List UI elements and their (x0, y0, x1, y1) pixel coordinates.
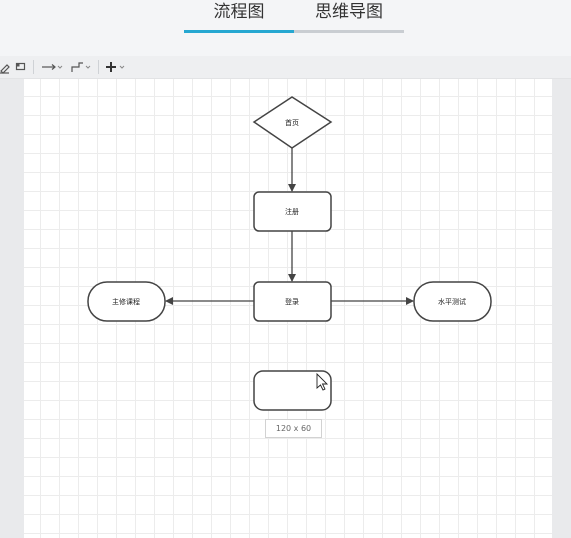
node-login-label: 登录 (285, 297, 299, 306)
tab-flowchart[interactable]: 流程图 (213, 2, 265, 22)
tab-track (294, 30, 404, 33)
size-badge: 120 x 60 (265, 419, 322, 438)
toolbar-divider (98, 60, 99, 74)
node-register[interactable]: 注册 (253, 191, 332, 232)
mouse-cursor-icon (316, 372, 329, 391)
node-level-test[interactable]: 水平测试 (413, 281, 492, 322)
pen-icon[interactable] (0, 58, 10, 76)
straight-connector-icon[interactable] (41, 58, 65, 76)
elbow-connector-icon[interactable] (70, 58, 94, 76)
toolbar (0, 56, 571, 79)
shape-icon[interactable] (15, 58, 27, 76)
left-gutter (0, 79, 24, 538)
active-tab-indicator (184, 30, 294, 33)
toolbar-divider (33, 60, 34, 74)
node-homepage[interactable]: 首页 (252, 96, 333, 149)
tab-bar: 流程图 思维导图 (0, 0, 571, 56)
node-main-course-label: 主修课程 (112, 297, 140, 306)
right-gutter (552, 79, 571, 538)
tab-mindmap[interactable]: 思维导图 (315, 2, 383, 22)
node-login[interactable]: 登录 (253, 281, 332, 322)
node-new-shape[interactable] (253, 370, 332, 411)
insert-icon[interactable] (106, 58, 128, 76)
node-homepage-label: 首页 (285, 118, 299, 127)
node-register-label: 注册 (285, 207, 299, 216)
node-level-test-label: 水平测试 (438, 297, 466, 306)
node-main-course[interactable]: 主修课程 (87, 281, 166, 322)
